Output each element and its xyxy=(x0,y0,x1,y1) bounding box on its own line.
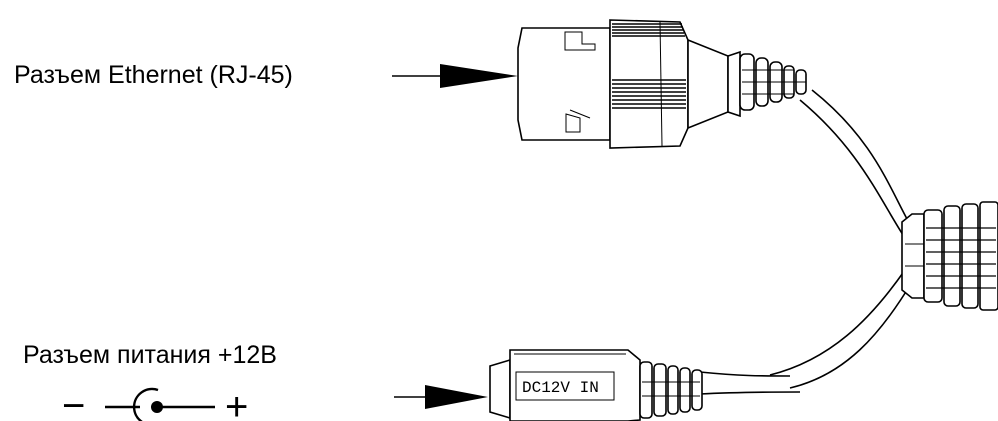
dc-jack-marking: DC12V IN xyxy=(522,379,599,397)
dc-jack-strain-relief xyxy=(639,361,703,419)
rj45-plug-body xyxy=(517,27,611,141)
dc-jack-front xyxy=(489,358,511,420)
polarity-minus: − xyxy=(62,384,85,421)
dc-jack-body xyxy=(509,349,641,421)
rj45-connector xyxy=(517,19,807,149)
ethernet-label: Разъем Ethernet (RJ-45) xyxy=(14,61,293,89)
power-label: Разъем питания +12В xyxy=(23,341,277,369)
rj45-strain-relief xyxy=(739,53,807,111)
polarity-sleeve-arc xyxy=(132,387,159,421)
power-arrow xyxy=(394,385,488,409)
dc-jack-marking-box xyxy=(515,371,615,401)
rj45-taper xyxy=(687,38,729,130)
cables xyxy=(699,89,913,395)
dc-power-jack: DC12V IN xyxy=(489,349,703,421)
ethernet-arrow xyxy=(392,64,518,88)
polarity-plus: + xyxy=(225,385,248,421)
polarity-symbol: − + xyxy=(62,384,248,421)
splitter-connector xyxy=(901,201,998,311)
